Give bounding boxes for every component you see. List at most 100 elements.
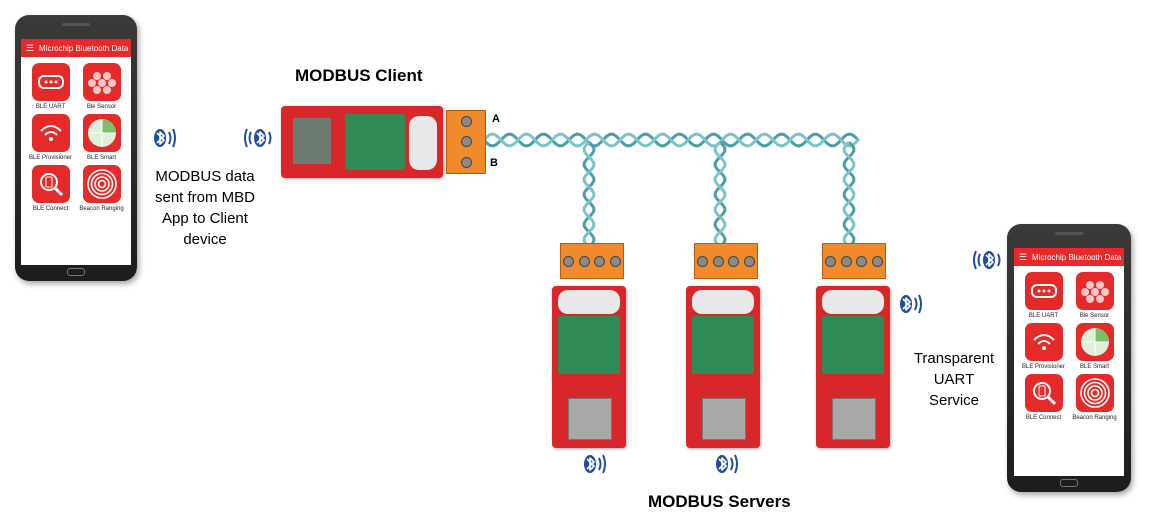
app-header: ☰ Microchip Bluetooth Data [1014,248,1124,266]
hexagon-cluster-icon [1075,272,1114,310]
app-title: Microchip Bluetooth Data [39,43,129,53]
hamburger-menu-icon[interactable]: ☰ [1018,251,1028,262]
desc-line: Transparent [913,350,995,367]
rs485-click-board [558,316,620,374]
tile-label: BLE UART [1028,313,1059,319]
terminal-screw [460,115,472,127]
wire-a-label: A [492,113,500,125]
phone-search-icon [31,165,70,203]
twisted-pair-bus [482,132,861,148]
server-board [816,286,890,448]
terminal-screw [594,255,606,267]
bluetooth-icon [154,128,176,148]
twisted-pair-drops [582,140,856,245]
client-board [281,106,443,178]
tile-label: Ble Sensor [86,104,117,110]
tile-beacon-ranging[interactable]: Beacon Ranging [1069,374,1120,421]
concentric-rings-icon [82,165,121,203]
ribbon-connector [692,290,754,314]
phone-right: ☰ Microchip Bluetooth Data BLE UART Ble … [1007,224,1131,492]
phone-speaker [1055,232,1083,235]
ribbon-connector [409,116,437,170]
terminal-screw [728,255,740,267]
tile-ble-uart[interactable]: BLE UART [25,63,76,110]
terminal-screw [825,255,837,267]
concentric-rings-icon [1075,374,1114,412]
app-header: ☰ Microchip Bluetooth Data [21,39,131,57]
terminal-screw [871,255,883,267]
phone-screen: ☰ Microchip Bluetooth Data BLE UART Ble … [1014,248,1124,476]
ble-module [568,398,612,440]
app-title: Microchip Bluetooth Data [1032,252,1122,262]
client-terminal-block [446,110,486,174]
modbus-client-title: MODBUS Client [295,66,423,85]
tile-label: BLE UART [35,104,66,110]
ble-module [702,398,746,440]
phone-search-icon [1024,374,1063,412]
server-board [552,286,626,448]
tile-label: BLE Smart [1079,364,1109,370]
app-tile-grid: BLE UART Ble Sensor BLE Provisioner BLE … [21,57,131,212]
left-description: MODBUS data sent from MBD App to Client … [145,166,265,250]
rs485-click-board [822,316,884,374]
desc-line: UART [933,371,975,388]
ribbon-connector [822,290,884,314]
terminal-screw [460,157,472,169]
desc-line: App to Client [162,210,248,227]
terminal-screw [609,255,621,267]
tile-ble-connect[interactable]: BLE Connect [25,165,76,212]
tile-label: Ble Sensor [1079,313,1110,319]
serial-port-icon [31,63,70,101]
ble-module [293,118,331,164]
server-terminal-block [822,243,886,279]
terminal-screw [578,255,590,267]
terminal-screw [743,255,755,267]
pie-smart-icon [82,114,121,152]
pie-smart-icon [1075,323,1114,361]
terminal-screw [840,255,852,267]
tile-beacon-ranging[interactable]: Beacon Ranging [76,165,127,212]
bluetooth-icon [244,128,272,148]
desc-line: sent from MBD [154,189,256,206]
bluetooth-icon [716,454,738,474]
desc-line: device [183,231,227,248]
wifi-gear-icon [1024,323,1063,361]
tile-label: BLE Provisioner [1021,364,1066,370]
tile-ble-sensor[interactable]: Ble Sensor [76,63,127,110]
ble-module [832,398,876,440]
terminal-screw [856,255,868,267]
bluetooth-icon [584,454,606,474]
tile-ble-sensor[interactable]: Ble Sensor [1069,272,1120,319]
tile-ble-connect[interactable]: BLE Connect [1018,374,1069,421]
bluetooth-icon [973,250,1001,270]
wire-b-label: B [490,157,498,169]
serial-port-icon [1024,272,1063,310]
hamburger-menu-icon[interactable]: ☰ [25,42,35,53]
tile-ble-uart[interactable]: BLE UART [1018,272,1069,319]
desc-line: Service [928,392,980,409]
phone-screen: ☰ Microchip Bluetooth Data BLE UART Ble … [21,39,131,265]
app-tile-grid: BLE UART Ble Sensor BLE Provisioner BLE … [1014,266,1124,421]
ribbon-connector [558,290,620,314]
tile-ble-smart[interactable]: BLE Smart [76,114,127,161]
tile-label: BLE Connect [1025,415,1062,421]
phone-home-button[interactable] [1060,479,1078,487]
tile-ble-provisioner[interactable]: BLE Provisioner [25,114,76,161]
tile-ble-smart[interactable]: BLE Smart [1069,323,1120,370]
tile-label: BLE Smart [86,155,116,161]
phone-speaker [62,23,90,26]
modbus-servers-title: MODBUS Servers [648,492,791,511]
server-terminal-block [694,243,758,279]
tile-ble-provisioner[interactable]: BLE Provisioner [1018,323,1069,370]
wifi-gear-icon [31,114,70,152]
phone-home-button[interactable] [67,268,85,276]
tile-label: Beacon Ranging [1072,415,1117,421]
right-description: Transparent UART Service [900,348,1008,411]
terminal-screw [697,255,709,267]
hexagon-cluster-icon [82,63,121,101]
tile-label: BLE Provisioner [28,155,73,161]
server-board [686,286,760,448]
tile-label: BLE Connect [32,206,69,212]
terminal-screw [712,255,724,267]
bluetooth-icon [900,294,922,314]
